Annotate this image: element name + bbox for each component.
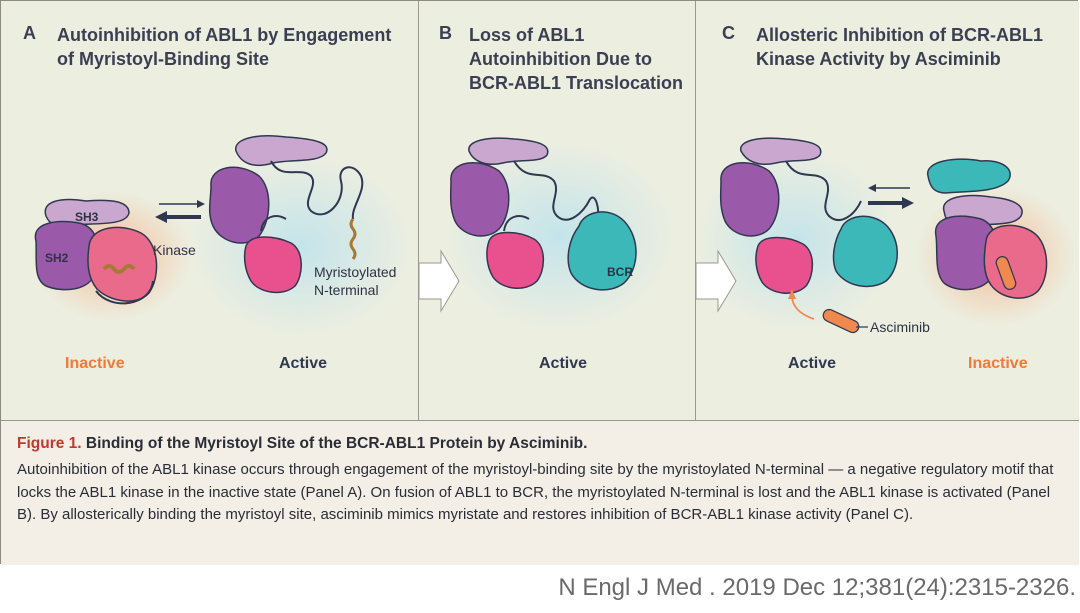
panel-b-illustration xyxy=(419,137,674,331)
panel-c: C Allosteric Inhibition of BCR-ABL1 Kina… xyxy=(696,1,1079,420)
bcr-label: BCR xyxy=(607,265,633,279)
panel-b: B Loss of ABL1 Autoinhibition Due to BCR… xyxy=(419,1,696,420)
active-state-label: Active xyxy=(279,355,328,372)
panel-c-inactive-label: Inactive xyxy=(968,355,1028,372)
caption-title: Binding of the Myristoyl Site of the BCR… xyxy=(85,435,588,452)
sh3-domain-b xyxy=(468,137,549,165)
figure-frame: A Autoinhibition of ABL1 by Engagement o… xyxy=(0,0,1079,565)
sh2-domain-b xyxy=(449,162,510,237)
kinase-domain-active xyxy=(243,236,302,294)
panel-a-title: Autoinhibition of ABL1 by Engagement of … xyxy=(57,25,392,69)
caption-title-line: Figure 1. Binding of the Myristoyl Site … xyxy=(17,435,1065,453)
kinase-label: Kinase xyxy=(153,242,196,258)
panel-a: A Autoinhibition of ABL1 by Engagement o… xyxy=(1,1,419,420)
panel-c-active-label: Active xyxy=(788,355,837,372)
panel-a-letter: A xyxy=(23,23,36,43)
asciminib-label: Asciminib xyxy=(870,319,930,335)
figure-caption: Figure 1. Binding of the Myristoyl Site … xyxy=(1,420,1079,565)
panel-b-letter: B xyxy=(439,23,452,43)
kinase-domain-inactive xyxy=(87,226,158,302)
panel-c-illustration xyxy=(696,137,1076,334)
bcr-domain xyxy=(567,211,637,291)
sh2-label: SH2 xyxy=(45,251,69,265)
myristoylated-label: Myristoylated N-terminal xyxy=(314,264,397,298)
sh3-domain-active xyxy=(235,135,328,167)
kinase-domain-b xyxy=(486,231,545,289)
inactive-state-label: Inactive xyxy=(65,355,125,372)
panel-c-letter: C xyxy=(722,23,735,43)
panel-a-illustration xyxy=(31,135,411,336)
panel-b-title: Loss of ABL1 Autoinhibition Due to BCR-A… xyxy=(469,25,684,93)
citation: N Engl J Med . 2019 Dec 12;381(24):2315-… xyxy=(558,574,1076,601)
sh2-domain-active xyxy=(208,166,270,244)
panel-b-state-label: Active xyxy=(539,355,588,372)
sh3-label: SH3 xyxy=(75,210,99,224)
panel-c-title: Allosteric Inhibition of BCR-ABL1 Kinase… xyxy=(756,25,1043,69)
caption-body: Autoinhibition of the ABL1 kinase occurs… xyxy=(17,461,1054,523)
figure-label: Figure 1. xyxy=(17,435,82,452)
